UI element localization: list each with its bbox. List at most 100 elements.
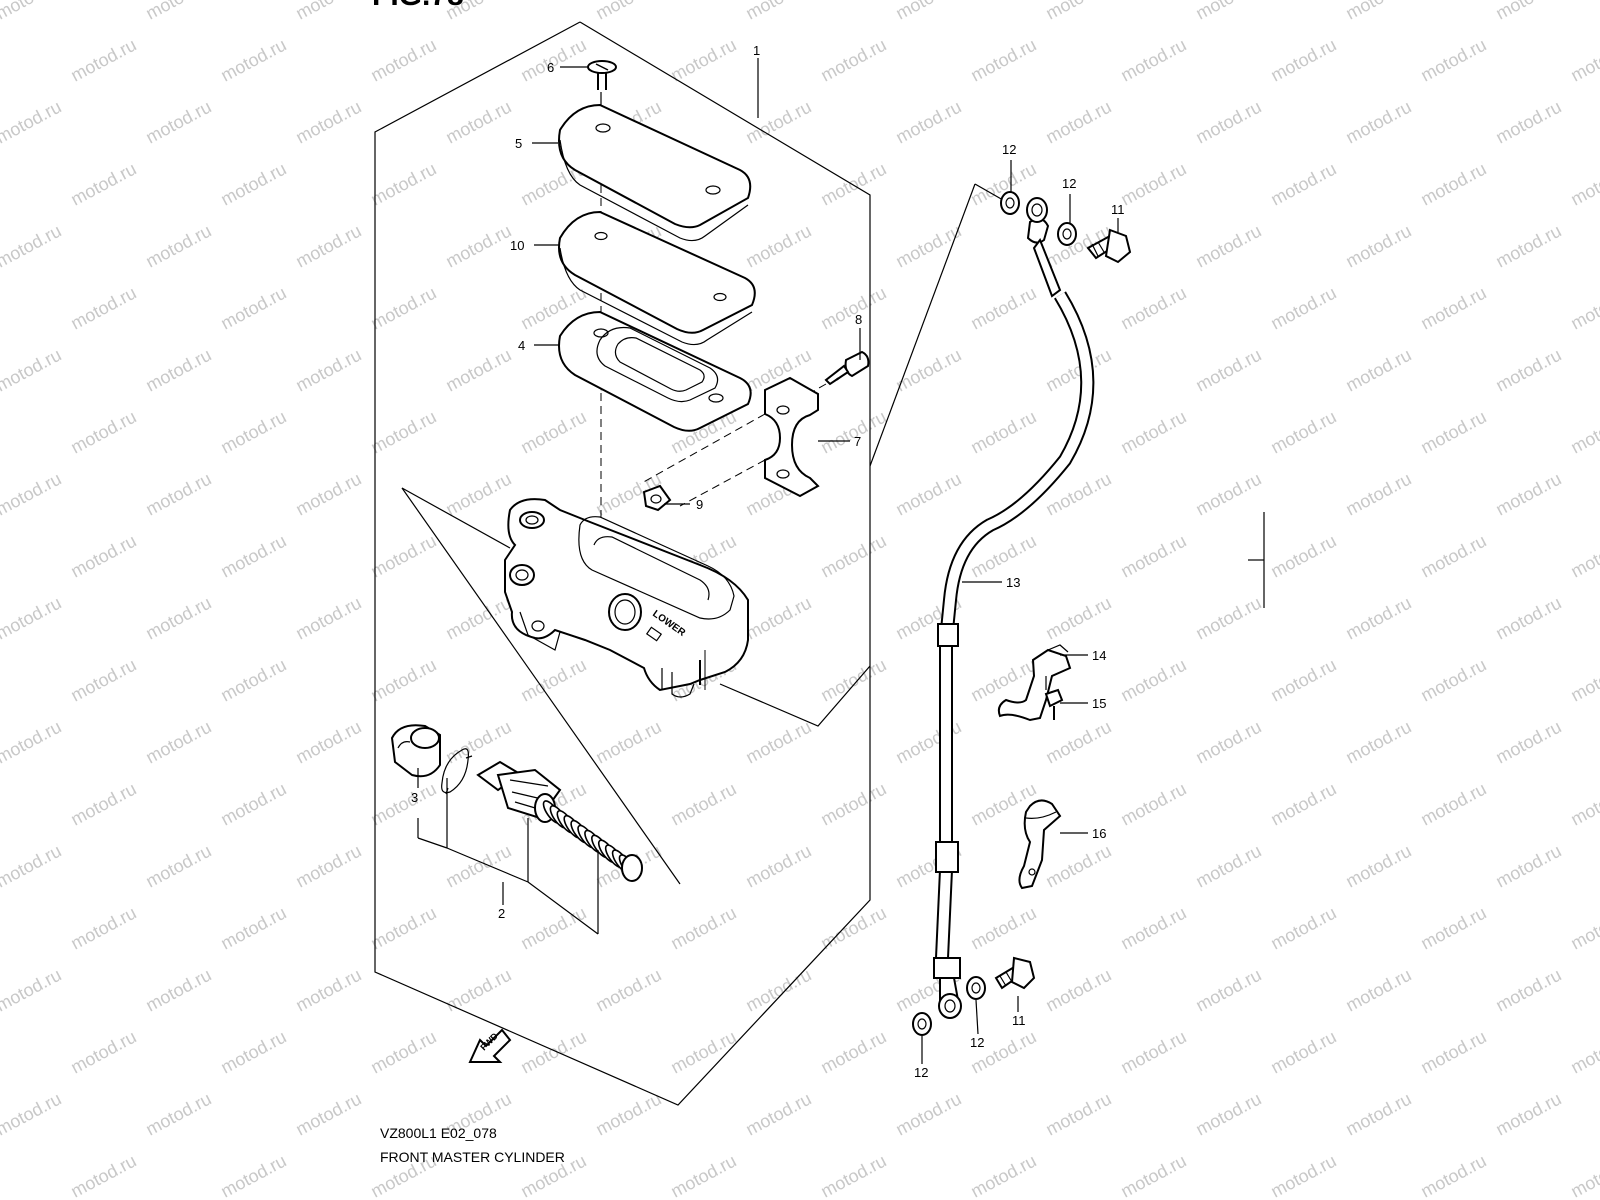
return-spring	[542, 800, 638, 878]
callout-12-b: 12	[1062, 176, 1076, 191]
figure-caption: FRONT MASTER CYLINDER	[380, 1149, 565, 1165]
watermark-text: motod.ru	[442, 841, 514, 892]
watermark-text: motod.ru	[67, 407, 139, 458]
watermark-text: motod.ru	[1567, 531, 1600, 582]
watermark-text: motod.ru	[1342, 0, 1414, 24]
watermark-text: motod.ru	[292, 841, 364, 892]
watermark-text: motod.ru	[892, 0, 964, 24]
watermark-text: motod.ru	[667, 903, 739, 954]
watermark-text: motod.ru	[967, 1151, 1039, 1200]
watermark-text: motod.ru	[817, 1027, 889, 1078]
watermark-text: motod.ru	[592, 1089, 664, 1140]
watermark-text: motod.ru	[67, 159, 139, 210]
watermark-text: motod.ru	[1117, 779, 1189, 830]
watermark-text: motod.ru	[442, 221, 514, 272]
watermark-text: motod.ru	[592, 717, 664, 768]
watermark-text: motod.ru	[1492, 97, 1564, 148]
callout-15: 15	[1092, 696, 1106, 711]
watermark-text: motod.ru	[1192, 841, 1264, 892]
watermark-text: motod.ru	[967, 35, 1039, 86]
watermark-text: motod.ru	[1192, 345, 1264, 396]
watermark-text: motod.ru	[817, 283, 889, 334]
watermark-text: motod.ru	[1567, 655, 1600, 706]
watermark-text: motod.ru	[1492, 965, 1564, 1016]
watermark-text: motod.ru	[967, 283, 1039, 334]
watermark-text: motod.ru	[1267, 407, 1339, 458]
callout-12-d: 12	[914, 1065, 928, 1080]
watermark-text: motod.ru	[292, 1089, 364, 1140]
watermark-text: motod.ru	[1042, 593, 1114, 644]
hose-clamp-14	[997, 644, 1072, 722]
watermark-text: motod.ru	[367, 35, 439, 86]
watermark-text: motod.ru	[0, 0, 65, 24]
watermark-text: motod.ru	[517, 407, 589, 458]
watermark-text: motod.ru	[67, 1151, 139, 1200]
watermark-text: motod.ru	[742, 221, 814, 272]
watermark-text: motod.ru	[742, 593, 814, 644]
watermark-text: motod.ru	[667, 35, 739, 86]
diaphragm	[558, 310, 752, 432]
callout-11-top: 11	[1111, 202, 1125, 217]
watermark-text: motod.ru	[292, 717, 364, 768]
watermark-text: motod.ru	[817, 407, 889, 458]
watermark-text: motod.ru	[1267, 1151, 1339, 1200]
callout-9: 9	[696, 497, 703, 512]
watermark-text: motod.ru	[67, 1027, 139, 1078]
watermark-text: motod.ru	[1117, 531, 1189, 582]
watermark-text: motod.ru	[217, 407, 289, 458]
callout-11-bottom: 11	[1012, 1013, 1026, 1028]
brake-hose	[933, 197, 1095, 1019]
watermark-text: motod.ru	[0, 965, 65, 1016]
washer-top-2	[1057, 222, 1077, 246]
watermark-text: motod.ru	[367, 531, 439, 582]
watermark-text: motod.ru	[1042, 717, 1114, 768]
watermark-text: motod.ru	[1042, 97, 1114, 148]
watermark-text: motod.ru	[1567, 1027, 1600, 1078]
watermark-text: motod.ru	[1117, 655, 1189, 706]
washer-bottom	[966, 976, 986, 1000]
watermark-text: motod.ru	[142, 0, 214, 24]
watermark-text: motod.ru	[1117, 1027, 1189, 1078]
watermark-text: motod.ru	[442, 97, 514, 148]
watermark-text: motod.ru	[1417, 283, 1489, 334]
watermark-text: motod.ru	[1342, 717, 1414, 768]
callout-4: 4	[518, 338, 525, 353]
watermark-text: motod.ru	[817, 531, 889, 582]
union-bolt-top	[1086, 228, 1132, 264]
handlebar-clamp	[764, 376, 820, 498]
watermark-text: motod.ru	[817, 779, 889, 830]
watermark-text: motod.ru	[1117, 903, 1189, 954]
watermark-text: motod.ru	[817, 1151, 889, 1200]
watermark-text: motod.ru	[1192, 1089, 1264, 1140]
watermark-text: motod.ru	[0, 1089, 65, 1140]
watermark-text: motod.ru	[742, 1089, 814, 1140]
watermark-text: motod.ru	[217, 1027, 289, 1078]
watermark-text: motod.ru	[742, 965, 814, 1016]
callout-10: 10	[510, 238, 524, 253]
assembly-outline	[374, 21, 871, 1106]
watermark-text: motod.ru	[967, 903, 1039, 954]
watermark-text: motod.ru	[742, 841, 814, 892]
callout-14: 14	[1092, 648, 1106, 663]
watermark-text: motod.ru	[217, 655, 289, 706]
clamp-bolt-15	[1044, 688, 1064, 720]
watermark-text: motod.ru	[442, 593, 514, 644]
watermark-text: motod.ru	[67, 35, 139, 86]
watermark-text: motod.ru	[67, 779, 139, 830]
callout-2: 2	[498, 906, 505, 921]
callout-5: 5	[515, 136, 522, 151]
watermark-text: motod.ru	[292, 97, 364, 148]
watermark-text: motod.ru	[0, 345, 65, 396]
watermark-text: motod.ru	[892, 345, 964, 396]
watermark-text: motod.ru	[367, 283, 439, 334]
watermark-text: motod.ru	[517, 903, 589, 954]
watermark-text: motod.ru	[1117, 159, 1189, 210]
watermark-text: motod.ru	[1042, 0, 1114, 24]
watermark-text: motod.ru	[367, 655, 439, 706]
watermark-text: motod.ru	[1342, 841, 1414, 892]
watermark-text: motod.ru	[67, 903, 139, 954]
watermark-text: motod.ru	[817, 903, 889, 954]
watermark-text: motod.ru	[1117, 407, 1189, 458]
watermark-text: motod.ru	[292, 345, 364, 396]
watermark-text: motod.ru	[1267, 159, 1339, 210]
